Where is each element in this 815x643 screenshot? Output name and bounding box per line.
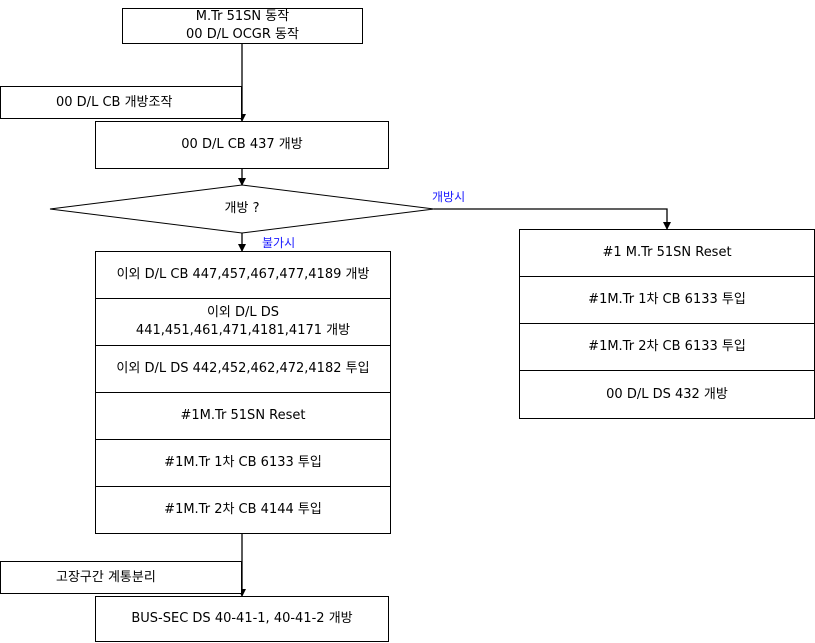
left-step-5: #1M.Tr 1차 CB 6133 투입 — [96, 440, 390, 487]
cb437-open-box: 00 D/L CB 437 개방 — [95, 121, 389, 169]
left-step-group: 이외 D/L CB 447,457,467,477,4189 개방 이외 D/L… — [95, 251, 391, 534]
left-step-1: 이외 D/L CB 447,457,467,477,4189 개방 — [96, 252, 390, 299]
left-step-3: 이외 D/L DS 442,452,462,472,4182 투입 — [96, 346, 390, 393]
arrow-decision-to-right-steps — [434, 208, 671, 230]
right-step-2: #1M.Tr 1차 CB 6133 투입 — [520, 277, 814, 324]
bus-sec-ds-open-box: BUS-SEC DS 40-41-1, 40-41-2 개방 — [95, 596, 389, 642]
right-step-1: #1 M.Tr 51SN Reset — [520, 230, 814, 277]
right-step-group: #1 M.Tr 51SN Reset #1M.Tr 1차 CB 6133 투입 … — [519, 229, 815, 419]
branch-label-fail: 불가시 — [262, 236, 296, 250]
decision-label: 개방 ? — [224, 201, 260, 216]
start-box: M.Tr 51SN 동작 00 D/L OCGR 동작 — [122, 8, 363, 44]
left-step-6: #1M.Tr 2차 CB 4144 투입 — [164, 502, 322, 517]
side-box-fault-isolation: 고장구간 계통분리 — [0, 561, 242, 594]
left-step-4: #1M.Tr 51SN Reset — [96, 393, 390, 440]
branch-label-open: 개방시 — [432, 190, 466, 204]
left-step-2: 이외 D/L DS 441,451,461,471,4181,4171 개방 — [96, 299, 390, 346]
side-box-open-operation: 00 D/L CB 개방조작 — [0, 86, 242, 119]
right-step-4: 00 D/L DS 432 개방 — [606, 386, 728, 402]
right-step-3: #1M.Tr 2차 CB 6133 투입 — [520, 324, 814, 371]
